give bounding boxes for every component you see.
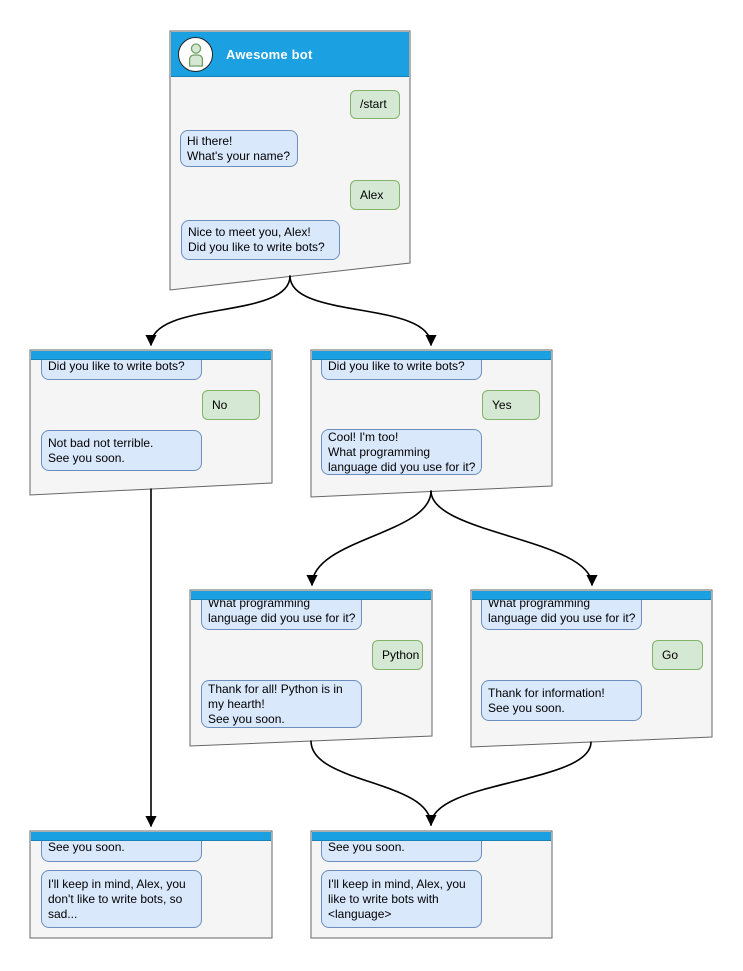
bot-avatar-icon: [178, 36, 213, 72]
bot-message-bubble: Nice to meet you, Alex! Did you like to …: [181, 220, 340, 260]
bot-message-bubble: Thank for information! See you soon.: [481, 680, 642, 721]
bot-message-bubble: Not bad not terrible. See you soon.: [41, 430, 202, 471]
window-header-python: [191, 591, 431, 600]
connector-main-to-no: [145, 275, 291, 347]
bot-message-bubble: Hi there! What's your name?: [180, 130, 298, 167]
bot-message-bubble: Cool! I'm too! What programming language…: [321, 429, 482, 475]
bot-message-bubble: I'll keep in mind, Alex, you don't like …: [41, 870, 202, 928]
connector-yes-to-go: [430, 490, 598, 587]
connector-main-to-yes: [289, 275, 437, 347]
user-message-bubble: Python: [372, 640, 423, 670]
user-message-bubble: Alex: [350, 180, 400, 210]
window-header-end-yes: [312, 832, 551, 841]
connector-yes-to-python: [306, 490, 432, 587]
bot-message-bubble: Thank for all! Python is in my hearth! S…: [201, 680, 362, 728]
window-header-yes: [312, 351, 551, 360]
user-message-bubble: Yes: [482, 390, 540, 420]
connector-go-to-end: [430, 741, 592, 826]
user-message-bubble: /start: [350, 90, 400, 119]
person-icon: [188, 42, 203, 67]
window-header-end-no: [31, 832, 271, 841]
window-title: Awesome bot: [226, 46, 313, 62]
window-header-main: Awesome bot: [171, 32, 409, 77]
user-message-bubble: No: [202, 390, 260, 420]
user-message-bubble: Go: [652, 640, 703, 670]
window-header-go: [472, 591, 711, 600]
connector-python-to-end: [310, 740, 437, 827]
bot-message-bubble: I'll keep in mind, Alex, you like to wri…: [321, 870, 482, 928]
window-header-no: [31, 351, 271, 360]
